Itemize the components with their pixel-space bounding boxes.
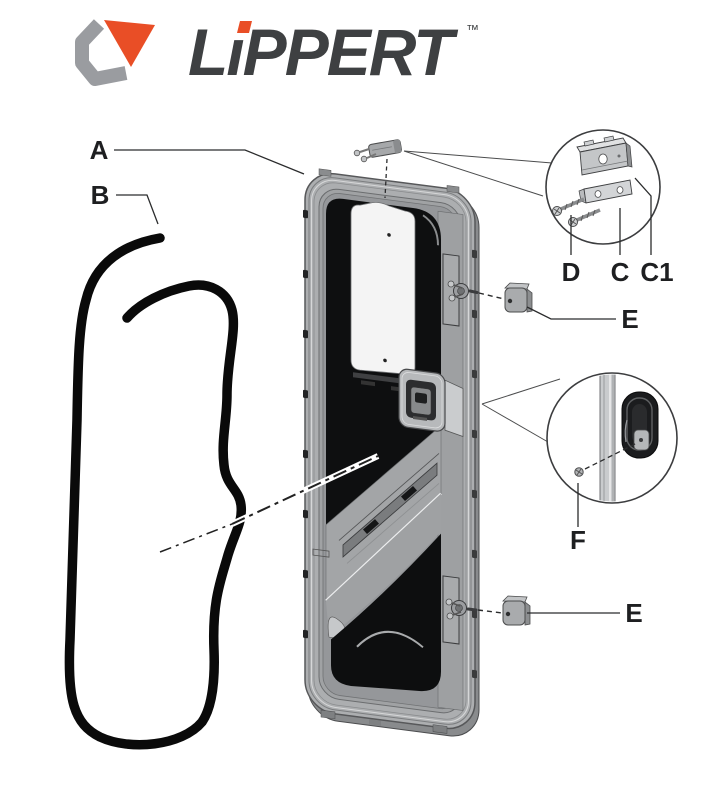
window-screw-hole-bottom xyxy=(383,358,387,363)
prop-rod-clip xyxy=(312,548,330,558)
lippert-logo-icon xyxy=(75,19,155,86)
label-e-lower: E xyxy=(625,598,642,628)
strike-bracket-exploded xyxy=(353,139,553,199)
handle-wedge-line-lower xyxy=(481,403,549,443)
logo-letter-i-stem: ı xyxy=(226,15,243,89)
slider-slot-right xyxy=(401,486,417,501)
logo-icon-gray-swoosh xyxy=(75,19,128,86)
door-window-shade-panel xyxy=(350,202,416,375)
bottom-foot-right xyxy=(432,724,448,734)
bottom-foot-left xyxy=(320,709,336,720)
label-e-upper: E xyxy=(621,304,638,334)
screen-panel-top-band xyxy=(326,493,441,638)
logo-i-dot xyxy=(237,21,252,33)
handle-wedge-line-upper xyxy=(481,378,561,405)
lock-block-bevel xyxy=(401,372,443,429)
logo-letters-rest: PPERT xyxy=(243,15,459,89)
door-lock-block xyxy=(398,368,464,438)
label-f: F xyxy=(570,525,586,555)
leader-b xyxy=(116,194,159,225)
door-hinge-lower xyxy=(445,598,478,620)
leader-a xyxy=(114,149,305,175)
door-frame-inner-line xyxy=(313,182,467,720)
top-tab-left xyxy=(318,168,332,177)
hinge-plug-lower-e xyxy=(502,595,531,626)
strike-bracket-screws xyxy=(353,148,377,163)
hinge-plug-axis-lower xyxy=(477,609,503,614)
detail-circle-brackets: D C C1 xyxy=(545,129,674,287)
label-b: B xyxy=(91,180,110,210)
exterior-pull-handle xyxy=(621,391,659,459)
right-edge-fastener-ticks xyxy=(472,249,477,679)
detail-circle-handle: F xyxy=(481,372,678,555)
slider-slot-left xyxy=(363,519,379,535)
lock-keyhole-slot xyxy=(415,392,427,404)
label-c: C xyxy=(611,257,630,287)
logo-letter-l: L xyxy=(188,15,226,89)
bottom-foot-middle xyxy=(369,719,381,726)
lower-panel-arch-highlight xyxy=(356,630,424,649)
diagonal-line-lower xyxy=(346,483,440,564)
window-screw-hole-top xyxy=(387,233,391,237)
door-seal-gasket-b xyxy=(64,233,247,750)
lock-block-side-flange xyxy=(444,379,464,438)
leader-c1 xyxy=(634,177,652,255)
bracket-alignment-dash xyxy=(384,158,388,199)
label-d: D xyxy=(562,257,581,287)
lock-lower-slot xyxy=(413,416,427,421)
logo-wordmark: LıPPERT xyxy=(188,15,458,89)
logo-trademark: ™ xyxy=(466,22,479,37)
logo-icon-orange-triangle xyxy=(104,20,155,67)
interior-corner-reflection xyxy=(422,214,439,246)
window-sill-rail xyxy=(353,372,413,386)
door-frame-extrusion-line xyxy=(308,177,472,725)
leader-e-upper xyxy=(526,306,616,320)
label-c1: C1 xyxy=(640,257,673,287)
axis-inner-segment xyxy=(231,455,379,525)
door-interior-dark-lower xyxy=(331,533,441,692)
door-hinge-upper xyxy=(447,280,479,302)
detail-wedge-line-lower xyxy=(403,150,544,197)
lock-axis-centerline xyxy=(159,453,380,553)
detail-wedge-line-upper xyxy=(403,150,553,164)
entry-door-assembly xyxy=(303,168,480,737)
door-frame-highlight-line xyxy=(311,179,469,723)
screw-f-axis-dash xyxy=(584,442,638,470)
axis-outer-segment xyxy=(159,523,233,553)
screw-f xyxy=(574,467,584,477)
detail-circle-2-content xyxy=(599,374,659,502)
hinge-plug-upper-e xyxy=(504,282,533,313)
hinge-plug-axis-upper xyxy=(478,292,505,300)
left-edge-fastener-ticks xyxy=(303,209,308,639)
window-sill-tab-left xyxy=(361,380,375,387)
diagonal-line-upper xyxy=(338,453,440,541)
top-tab-right xyxy=(446,185,460,194)
bracket-c1 xyxy=(576,135,633,176)
lippert-logo: LıPPERT ™ xyxy=(75,15,479,89)
label-a: A xyxy=(90,135,109,165)
strike-bracket-body xyxy=(368,139,402,158)
